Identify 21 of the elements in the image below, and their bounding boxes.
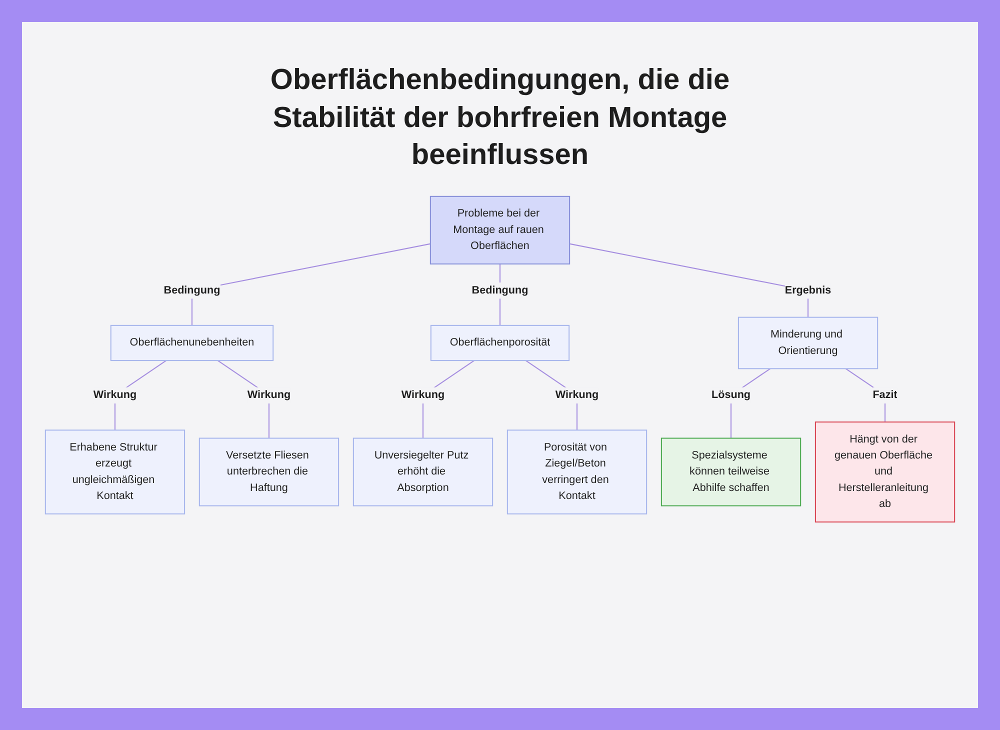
edge-label: Fazit bbox=[872, 389, 898, 401]
connector bbox=[569, 243, 809, 318]
edge-label: Lösung bbox=[712, 389, 751, 401]
node-box: Porosität von Ziegel/Beton verringert den Kontakt bbox=[506, 430, 648, 514]
node-box: Unversiegelter Putz erhöht die Absorption bbox=[352, 438, 494, 506]
node-box: Oberflächenporosität bbox=[430, 324, 570, 362]
node-box: Hängt von der genauen Oberfläche und Herstelleranleitung ab bbox=[814, 422, 956, 523]
edge-label: Wirkung bbox=[247, 389, 291, 401]
node-box: Spezialsysteme können teilweise Abhilfe schaffen bbox=[660, 438, 802, 506]
node-box: Oberflächenunebenheiten bbox=[110, 324, 274, 362]
edge-label: Ergebnis bbox=[784, 284, 832, 296]
title: Oberflächenbedingungen, die die Stabilität der bohrfreien Montage beeinflussen bbox=[269, 63, 731, 174]
edge-label: Bedingung bbox=[472, 284, 528, 296]
edge-label: Wirkung bbox=[93, 389, 137, 401]
edge-label: Wirkung bbox=[401, 389, 445, 401]
edge-label: Bedingung bbox=[164, 284, 220, 296]
node-box: Minderung und Orientierung bbox=[738, 316, 878, 370]
node-box: Probleme bei der Montage auf rauen Oberflächen bbox=[430, 196, 570, 265]
edge-label: Wirkung bbox=[555, 389, 599, 401]
node-box: Versetzte Fliesen unterbrechen die Haftung bbox=[198, 438, 340, 506]
node-box: Erhabene Struktur erzeugt ungleichmäßigen Kontakt bbox=[44, 430, 186, 514]
